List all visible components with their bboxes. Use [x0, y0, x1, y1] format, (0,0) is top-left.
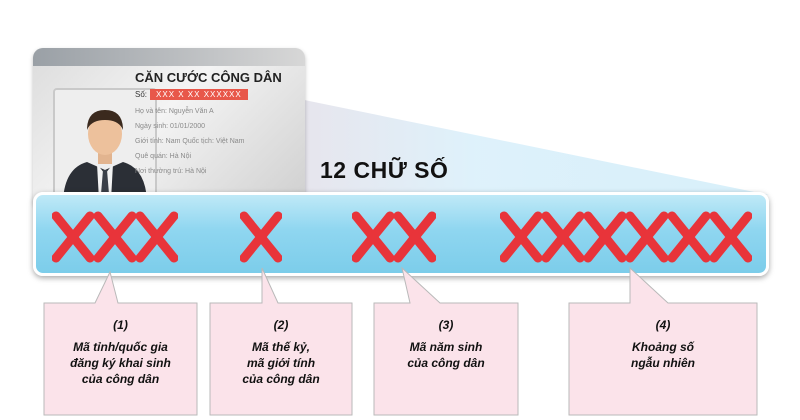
x-mark — [626, 208, 668, 264]
callout-shape-1 — [43, 270, 198, 416]
callout-century-gender-code: (2) Mã thế kỷ, mã giới tính của công dân — [210, 303, 352, 415]
callout-shape-4 — [568, 266, 758, 416]
x-mark — [52, 208, 94, 264]
card-title: CĂN CƯỚC CÔNG DÂN — [135, 70, 282, 85]
id-card: CĂN CƯỚC CÔNG DÂN Số:XXX X XX XXXXXX Họ … — [33, 48, 305, 208]
callout-text-line: mã giới tính — [246, 356, 316, 370]
callout-number: (2) — [273, 318, 289, 332]
callout-text-line: của công dân — [407, 356, 485, 370]
callout-text-line: Mã tỉnh/quốc gia — [73, 340, 168, 354]
card-info-line: Họ và tên: Nguyễn Văn A — [135, 108, 214, 115]
x-mark — [394, 208, 436, 264]
x-mark — [136, 208, 178, 264]
person-icon — [55, 90, 155, 200]
callout-text-line: Mã năm sinh — [409, 340, 483, 354]
callout-random-digits: (4) Khoảng số ngẫu nhiên — [569, 303, 757, 415]
x-mark — [584, 208, 626, 264]
card-info-line: Nơi thường trú: Hà Nội — [135, 168, 207, 175]
x-group-2 — [240, 208, 282, 264]
x-mark — [542, 208, 584, 264]
x-mark — [240, 208, 282, 264]
card-number-label: Số: — [135, 90, 148, 99]
callout-text-line: ngẫu nhiên — [631, 356, 695, 370]
card-info-line: Ngày sinh: 01/01/2000 — [135, 123, 206, 130]
callout-text-line: của công dân — [242, 372, 320, 386]
callout-number: (1) — [113, 318, 128, 332]
portrait-photo — [53, 88, 157, 202]
callout-province-code: (1) Mã tỉnh/quốc gia đăng ký khai sinh c… — [44, 303, 197, 415]
callout-text-line: của công dân — [81, 372, 160, 386]
callout-shape-2 — [209, 267, 353, 416]
callout-birth-year-code: (3) Mã năm sinh của công dân — [374, 303, 518, 415]
callout-number: (4) — [655, 318, 671, 332]
x-mark — [710, 208, 752, 264]
card-info-line: Giới tính: Nam Quốc tịch: Việt Nam — [135, 138, 245, 145]
callout-text-line: Mã thế kỷ, — [251, 340, 311, 354]
x-group-3 — [352, 208, 436, 264]
x-group-1 — [52, 208, 178, 264]
x-mark — [352, 208, 394, 264]
card-number-row: Số:XXX X XX XXXXXX — [135, 89, 248, 100]
callout-text-line: Khoảng số — [632, 340, 694, 354]
card-number-value: XXX X XX XXXXXX — [150, 89, 248, 100]
x-group-4 — [500, 208, 752, 264]
card-info-line: Quê quán: Hà Nội — [135, 153, 192, 160]
x-mark — [668, 208, 710, 264]
x-mark — [94, 208, 136, 264]
callout-number: (3) — [438, 318, 454, 332]
x-mark — [500, 208, 542, 264]
card-top-bar — [33, 48, 305, 66]
digit-count-caption: 12 CHỮ SỐ — [320, 157, 449, 183]
callout-shape-3 — [373, 266, 519, 416]
callout-text-line: đăng ký khai sinh — [70, 356, 171, 370]
